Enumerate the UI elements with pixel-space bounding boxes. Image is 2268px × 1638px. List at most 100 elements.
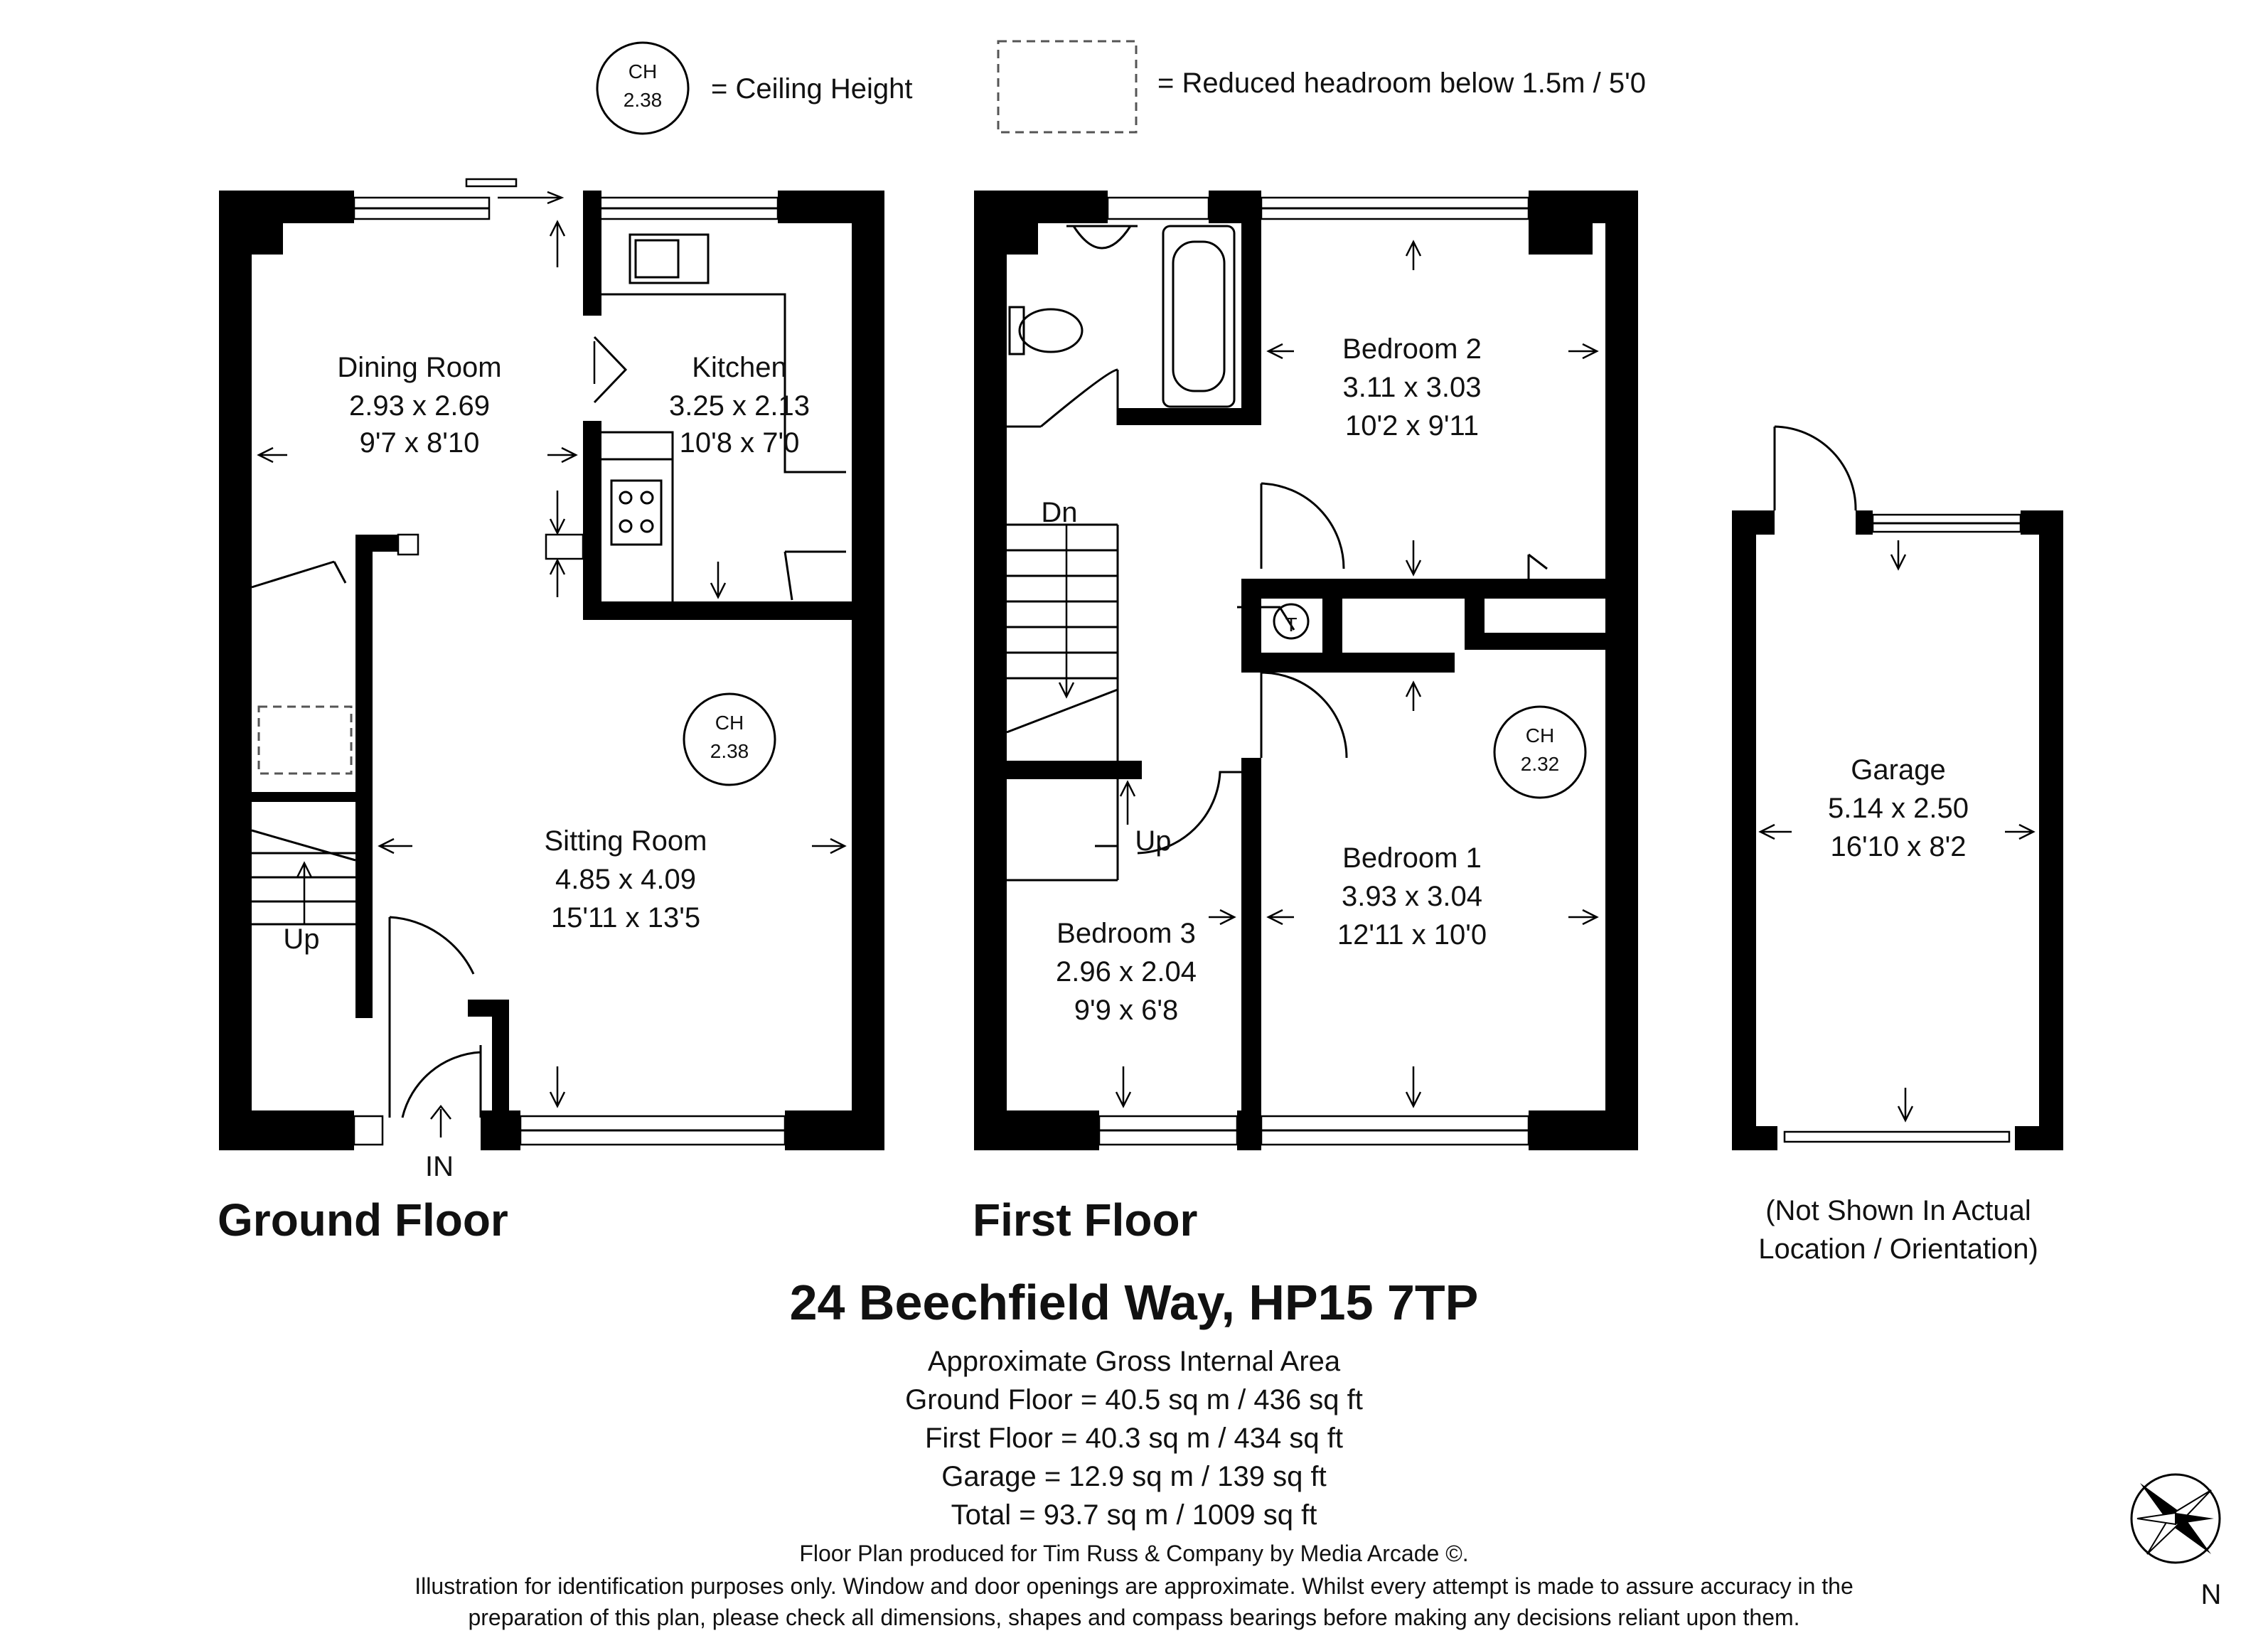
ff-wall-south-a [974, 1110, 1099, 1150]
stairs-wall [219, 792, 361, 802]
gf-corner-nw [219, 191, 283, 255]
garage-name: Garage [1851, 754, 1945, 786]
legend: CH 2.38 = Ceiling Height = Reduced headr… [596, 40, 1646, 135]
bedroom2-metric: 3.11 x 3.03 [1343, 372, 1482, 403]
garage-door [1783, 1130, 2011, 1143]
bedroom1-wall-north [1241, 653, 1455, 673]
sitting-room-metric: 4.85 x 4.09 [555, 864, 696, 895]
garage-wall-west [1732, 510, 1756, 1150]
bedroom1-imperial: 12'11 x 10'0 [1337, 919, 1487, 951]
ff-stairs-up-label: Up [1135, 825, 1171, 857]
gf-wall-south-a [219, 1110, 354, 1150]
gf-dimension-arrows [257, 220, 847, 1108]
ground-floor-plan: Dining Room 2.93 x 2.69 9'7 x 8'10 Kitch… [218, 178, 884, 1246]
legend-ch-value: 2.38 [624, 89, 663, 111]
garage-note-line1: (Not Shown In Actual [1765, 1195, 2031, 1226]
bedroom3-wall-east [1241, 758, 1261, 829]
kitchen-metric: 3.25 x 2.13 [669, 390, 810, 422]
hall-wall [355, 535, 373, 1018]
cupboard-wall [1322, 579, 1342, 671]
entrance-label: IN [425, 1151, 454, 1182]
kitchen-column [545, 533, 584, 560]
gf-wall-south-b [481, 1110, 520, 1150]
bedroom3-metric: 2.96 x 2.04 [1056, 956, 1197, 987]
bath-icon [1162, 225, 1236, 408]
cupboard-wall-2 [1465, 579, 1485, 650]
bathroom-wall-east [1241, 191, 1261, 425]
compass-north-label: N [2201, 1579, 2222, 1610]
kitchen-wall-west [583, 421, 601, 620]
gross-area-title: Approximate Gross Internal Area [928, 1346, 1341, 1377]
bathroom-wall-south [1118, 408, 1261, 425]
gf-entrance-door [401, 1045, 482, 1118]
ff-wall-south-c [1529, 1110, 1638, 1150]
bathroom-door [1007, 368, 1119, 428]
gf-wall-south-c [785, 1110, 884, 1150]
bedroom1-door [1260, 671, 1348, 759]
kitchen-hob-icon [610, 479, 663, 546]
gf-front-door-swing [388, 916, 475, 1118]
garage-note-line2: Location / Orientation) [1758, 1233, 2038, 1265]
ff-dimension-arrows [1115, 240, 1599, 1108]
cupboard-door [1351, 660, 1423, 673]
gf-ceiling-height-badge [683, 692, 776, 786]
tank-label: T [1285, 614, 1297, 636]
kitchen-name: Kitchen [692, 352, 786, 383]
ground-floor-heading: Ground Floor [218, 1194, 508, 1246]
kitchen-wall-south [583, 601, 852, 620]
bedroom3-door [1137, 771, 1241, 855]
disclaimer-line2: preparation of this plan, please check a… [468, 1605, 1799, 1630]
sitting-room-imperial: 15'11 x 13'5 [551, 902, 700, 933]
bedroom1-metric: 3.93 x 3.04 [1342, 881, 1482, 912]
garage-wall-south-b [2015, 1126, 2063, 1150]
bedroom2-name: Bedroom 2 [1342, 333, 1482, 365]
kitchen-imperial: 10'8 x 7'0 [680, 427, 800, 459]
kitchen-sink-icon [628, 233, 710, 284]
garage-imperial: 16'10 x 8'2 [1831, 831, 1967, 862]
garage-area: Garage = 12.9 sq m / 139 sq ft [941, 1461, 1326, 1492]
ff-ceiling-height-badge [1493, 705, 1587, 799]
disclaimer-line1: Illustration for identification purposes… [414, 1573, 1854, 1599]
reduced-headroom-swatch [997, 40, 1138, 134]
hall-stub-2 [492, 1000, 509, 1110]
entrance-arrow-icon [430, 1104, 451, 1138]
water-tank-icon [1273, 603, 1310, 640]
plan-credit: Floor Plan produced for Tim Russ & Compa… [799, 1541, 1468, 1566]
legend-ceiling-height-text: = Ceiling Height [711, 73, 913, 105]
property-address: 24 Beechfield Way, HP15 7TP [790, 1275, 1479, 1330]
ff-ch-label: CH [1526, 724, 1554, 746]
total-area: Total = 93.7 sq m / 1009 sq ft [951, 1499, 1317, 1531]
first-floor-area: First Floor = 40.3 sq m / 434 sq ft [925, 1423, 1343, 1454]
kitchen-worktop [601, 293, 846, 601]
bedroom3-name: Bedroom 3 [1057, 918, 1196, 949]
legend-reduced-headroom-text: = Reduced headroom below 1.5m / 5'0 [1157, 68, 1646, 99]
gf-stairs-label: Up [283, 924, 319, 955]
ff-stairs [1006, 523, 1136, 882]
garage-plan: Garage 5.14 x 2.50 16'10 x 8'2 (Not Show… [1732, 425, 2063, 1265]
gf-wall-west [219, 191, 252, 1150]
basin-icon [1066, 225, 1138, 250]
toilet-icon [1008, 306, 1025, 355]
garage-metric: 5.14 x 2.50 [1828, 793, 1969, 824]
bedroom2-door [1260, 482, 1345, 569]
garage-wall-north-a [1732, 510, 1775, 535]
dining-room-imperial: 9'7 x 8'10 [360, 427, 480, 459]
sitting-room-name: Sitting Room [545, 825, 707, 857]
kitchen-wall-north [583, 191, 601, 316]
hall-wall-top [355, 535, 398, 552]
bedroom2-imperial: 10'2 x 9'11 [1345, 410, 1479, 441]
ff-wall-north-a [974, 191, 1108, 223]
ground-floor-area: Ground Floor = 40.5 sq m / 436 sq ft [905, 1384, 1363, 1415]
ff-wall-west [974, 191, 1007, 1150]
legend-ch-label: CH [628, 60, 657, 82]
ff-corner-ne [1529, 191, 1593, 255]
bedroom1-name: Bedroom 1 [1342, 842, 1482, 874]
gf-ch-value: 2.38 [710, 740, 749, 762]
gf-wall-east [852, 191, 884, 1150]
gf-window-hall [353, 1115, 384, 1146]
gf-stairs [251, 829, 356, 926]
gf-ch-label: CH [715, 712, 744, 734]
garage-wall-south-a [1732, 1126, 1777, 1150]
garage-side-door [1773, 425, 1857, 511]
